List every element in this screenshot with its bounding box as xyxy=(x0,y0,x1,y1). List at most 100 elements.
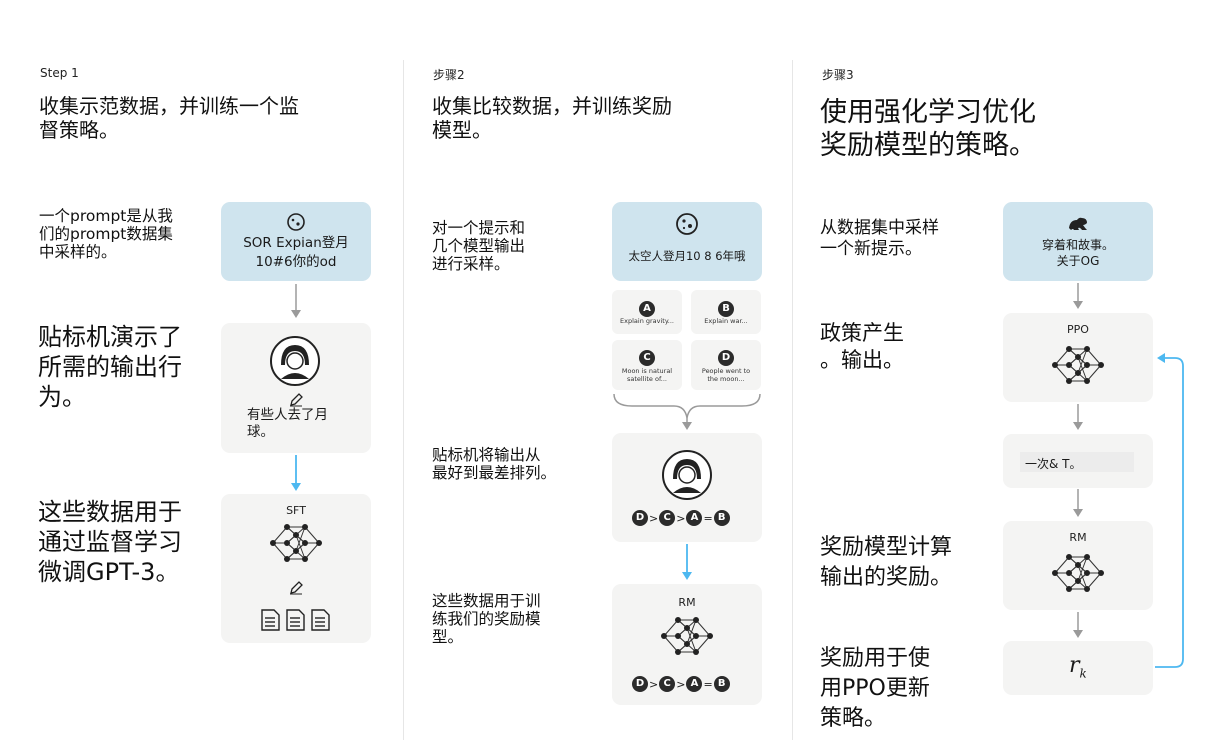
output-text: Explain war... xyxy=(704,317,748,325)
reward-model-box: RM xyxy=(1003,521,1153,610)
network-edge xyxy=(1086,348,1102,366)
network-node xyxy=(284,556,290,562)
ppo-model-box: PPO xyxy=(1003,313,1153,402)
labeler-avatar-icon xyxy=(270,336,320,386)
neural-network-icon xyxy=(661,617,713,655)
column-divider xyxy=(792,60,793,740)
ranking-order: D>C>A=B xyxy=(632,676,730,692)
demonstration-text: 有些人去了月 球。 xyxy=(247,407,328,440)
flow-arrow xyxy=(1073,283,1083,309)
output-badge: B xyxy=(718,301,734,317)
documents-icon xyxy=(261,609,330,631)
network-node xyxy=(675,617,681,623)
network-node xyxy=(684,641,690,647)
network-node xyxy=(1084,554,1090,560)
pencil-icon xyxy=(290,393,303,407)
network-edge xyxy=(272,526,288,544)
prompt-text: 穿着和故事。 关于OG xyxy=(1041,238,1114,268)
neural-network-icon xyxy=(1052,554,1104,592)
step-title: 收集比较数据，并训练奖励 模型。 xyxy=(432,94,672,142)
network-node xyxy=(1066,346,1072,352)
network-node xyxy=(1098,570,1104,576)
network-node xyxy=(1066,586,1072,592)
output-text: 一次& T。 xyxy=(1025,457,1082,471)
network-node xyxy=(1052,570,1058,576)
reward-value: rk xyxy=(1069,653,1087,681)
step-description: 这些数据用于训 练我们的奖励模 型。 xyxy=(432,592,541,646)
network-node xyxy=(1075,562,1081,568)
network-node xyxy=(1098,362,1104,368)
planet-icon xyxy=(287,213,305,231)
output-badge: D xyxy=(718,350,734,366)
network-node xyxy=(675,633,681,639)
reward-model-box: RM D>C>A=B xyxy=(612,584,762,705)
network-node xyxy=(1084,346,1090,352)
network-node xyxy=(302,556,308,562)
model-label: PPO xyxy=(1067,323,1089,336)
feedback-loop-arrow xyxy=(1155,353,1184,668)
network-node xyxy=(293,548,299,554)
frog-icon xyxy=(1069,217,1087,230)
prompt-box: 穿着和故事。 关于OG xyxy=(1003,202,1153,281)
network-node xyxy=(302,540,308,546)
network-edge xyxy=(1054,364,1070,382)
network-node xyxy=(302,524,308,530)
network-node xyxy=(675,649,681,655)
reward-box: rk xyxy=(1003,641,1153,695)
network-node xyxy=(707,633,713,639)
prompt-text: SOR Expian登月 10#6你的od xyxy=(243,235,349,270)
text-highlight xyxy=(1020,452,1134,472)
step-title: 使用强化学习优化 奖励模型的策略。 xyxy=(820,97,1036,161)
network-edge xyxy=(1086,556,1102,574)
model-label: SFT xyxy=(286,504,306,517)
network-edge xyxy=(1054,556,1070,574)
step-description: 奖励模型计算 输出的奖励。 xyxy=(820,535,953,590)
planet-icon xyxy=(676,213,698,235)
network-edge xyxy=(1086,364,1102,382)
network-node xyxy=(1084,362,1090,368)
step-title: 收集示范数据，并训练一个监 督策略。 xyxy=(39,94,299,142)
output-badge: A xyxy=(639,301,655,317)
network-edge xyxy=(695,635,711,653)
network-edge xyxy=(663,619,679,637)
sft-model-box: SFT xyxy=(221,494,371,643)
network-edge xyxy=(663,635,679,653)
step-description: 贴标机演示了 所需的输出行 为。 xyxy=(38,323,182,411)
network-node xyxy=(1066,362,1072,368)
ranking-box: D>C>A=B xyxy=(612,433,762,542)
step-description: 从数据集中采样 一个新提示。 xyxy=(820,218,939,259)
network-node xyxy=(270,540,276,546)
model-label: RM xyxy=(1069,531,1087,544)
step-description: 奖励用于使 用PPO更新 策略。 xyxy=(820,646,931,731)
flow-arrow xyxy=(1073,612,1083,638)
network-edge xyxy=(272,542,288,560)
labeler-avatar-icon xyxy=(662,450,712,500)
output-card-a: A Explain gravity... xyxy=(612,290,682,334)
step-label: Step 1 xyxy=(40,66,79,80)
network-node xyxy=(684,625,690,631)
demonstration-box: 有些人去了月 球。 xyxy=(221,323,371,453)
prompt-box: 太空人登月10 8 6年哦 xyxy=(612,202,762,281)
network-node xyxy=(1075,578,1081,584)
network-edge xyxy=(1054,572,1070,590)
network-node xyxy=(1084,378,1090,384)
network-node xyxy=(661,633,667,639)
network-edge xyxy=(304,526,320,544)
neural-network-icon xyxy=(270,524,322,562)
ranking-order: D>C>A=B xyxy=(632,510,730,526)
step-description: 贴标机将输出从 最好到最差排列。 xyxy=(432,446,557,482)
step-description: 对一个提示和 几个模型输出 进行采样。 xyxy=(432,219,526,273)
output-box: 一次& T。 xyxy=(1003,434,1153,488)
network-node xyxy=(693,617,699,623)
step-description: 政策产生 。输出。 xyxy=(820,321,904,372)
pencil-icon xyxy=(290,581,303,595)
network-node xyxy=(1084,586,1090,592)
network-node xyxy=(293,532,299,538)
flow-arrow xyxy=(291,284,301,318)
step-label: 步骤3 xyxy=(822,68,854,82)
grouping-brace xyxy=(613,393,761,430)
network-node xyxy=(1066,378,1072,384)
